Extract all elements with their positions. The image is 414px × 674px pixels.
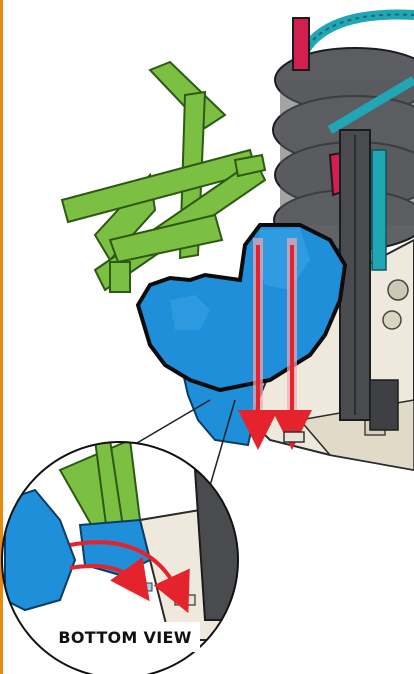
bottom-view-label: BOTTOM VIEW <box>58 628 191 647</box>
bottom-view-magnifier: BOTTOM VIEW <box>2 440 260 674</box>
green-tower <box>62 62 265 292</box>
